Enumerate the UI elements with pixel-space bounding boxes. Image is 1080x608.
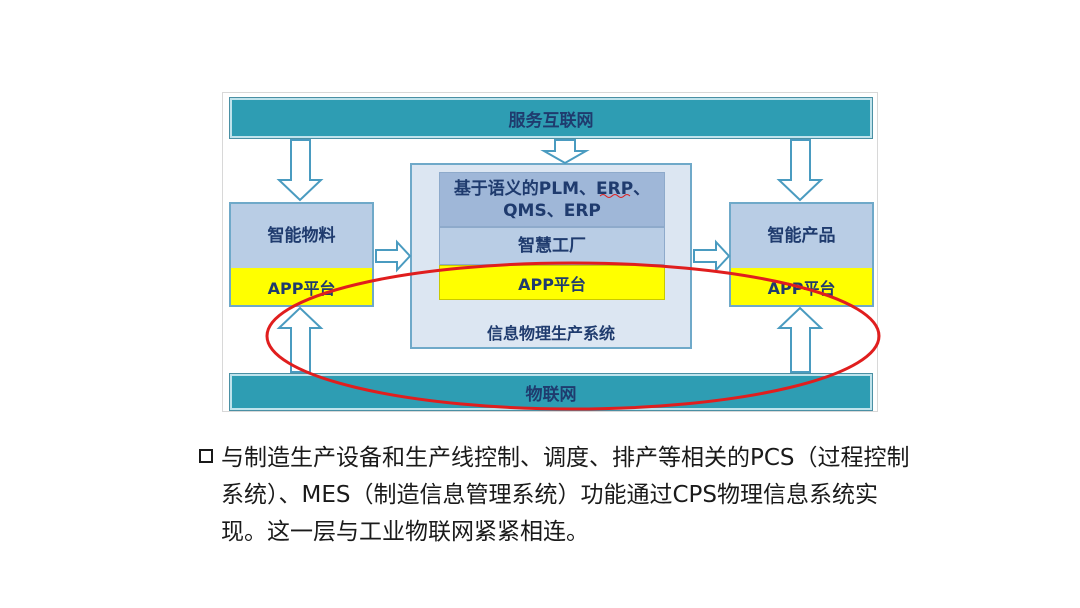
arrow-down-center-icon xyxy=(540,139,590,165)
right-box-title: 智能产品 xyxy=(731,204,872,268)
arrow-right-right-icon xyxy=(693,239,731,273)
arrow-down-left-icon xyxy=(276,139,324,202)
top-bar-service-internet: 服务互联网 xyxy=(229,97,873,139)
center-middle-label-text: 智慧工厂 xyxy=(518,236,586,256)
center-top-label-text: 基于语义的PLM、ERP、QMS、ERP xyxy=(453,178,651,221)
arrow-down-right-icon xyxy=(776,139,824,202)
bullet-text: 与制造生产设备和生产线控制、调度、排产等相关的PCS（过程控制系统）、MES（制… xyxy=(221,445,910,545)
arrow-up-right-icon xyxy=(776,306,824,373)
center-app-text: APP平台 xyxy=(518,274,586,294)
center-app: APP平台 xyxy=(439,265,665,300)
center-caption-text: 信息物理生产系统 xyxy=(486,324,615,343)
highlight-ellipse xyxy=(265,261,881,411)
bullet-block: 与制造生产设备和生产线控制、调度、排产等相关的PCS（过程控制系统）、MES（制… xyxy=(197,440,917,551)
right-box-title-text: 智能产品 xyxy=(767,226,836,246)
left-box-smart-material: 智能物料 APP平台 xyxy=(229,202,374,307)
spellcheck-underline xyxy=(599,194,631,198)
right-box-smart-product: 智能产品 APP平台 xyxy=(729,202,874,307)
diagram-frame xyxy=(222,92,878,412)
arrow-right-left-icon xyxy=(375,239,412,273)
left-box-title: 智能物料 xyxy=(231,204,372,268)
top-bar-label: 服务互联网 xyxy=(508,110,594,131)
left-box-title-text: 智能物料 xyxy=(267,226,336,246)
hollow-square-icon xyxy=(199,449,213,463)
arrow-up-left-icon xyxy=(276,306,324,373)
center-box-cpps: 基于语义的PLM、ERP、QMS、ERP 智慧工厂 APP平台 信息物理生产系统 xyxy=(410,163,692,349)
bottom-bar-label: 物联网 xyxy=(525,384,577,405)
center-top-label: 基于语义的PLM、ERP、QMS、ERP xyxy=(439,172,665,227)
left-box-app-text: APP平台 xyxy=(267,278,336,298)
center-caption: 信息物理生产系统 xyxy=(412,320,690,344)
center-middle-label: 智慧工厂 xyxy=(439,227,665,265)
